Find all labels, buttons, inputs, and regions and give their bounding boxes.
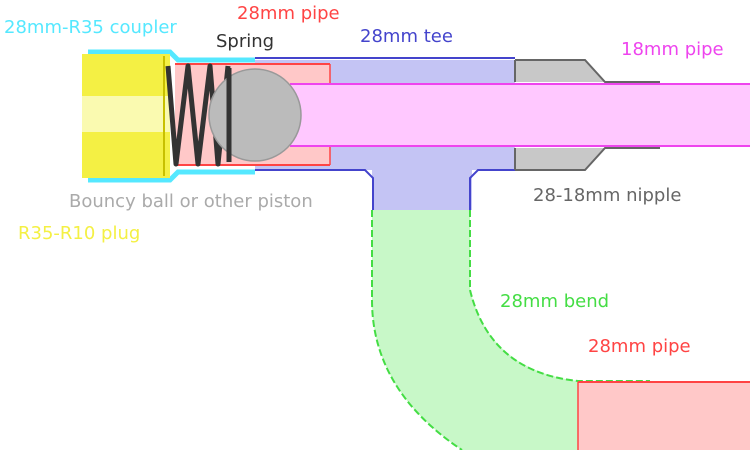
bend-outer-edge (371, 210, 463, 450)
label-spring: Spring (216, 31, 274, 52)
label-nipple: 28-18mm nipple (533, 185, 681, 206)
ball (208, 68, 302, 162)
label-bend: 28mm bend (500, 291, 609, 312)
spring (165, 63, 231, 167)
nipple-top-fill (515, 60, 605, 82)
plug-inner-band (82, 96, 170, 132)
tee-bottom-left-edge (255, 169, 374, 210)
nipple-bottom-edge (515, 147, 660, 171)
coupler-bottom-edge (88, 169, 255, 183)
label-ball: Bouncy ball or other piston (69, 191, 313, 212)
label-coupler: 28mm-R35 coupler (4, 17, 177, 38)
coupler-top-edge (88, 49, 255, 63)
label-tee: 28mm tee (360, 26, 453, 47)
small-pipe-fill (290, 84, 750, 146)
nipple-top-edge (515, 59, 660, 83)
bend-inner-edge (469, 210, 650, 382)
label-plug: R35-R10 plug (18, 223, 140, 244)
label-pipe-18: 18mm pipe (621, 39, 724, 60)
tee-bottom-right-edge (469, 169, 515, 210)
bend-fill (372, 210, 578, 450)
nipple-bottom-fill (515, 148, 605, 170)
bottom-pipe-fill (578, 382, 750, 450)
label-pipe-top: 28mm pipe (237, 3, 340, 24)
label-pipe-bottom: 28mm pipe (588, 336, 691, 357)
